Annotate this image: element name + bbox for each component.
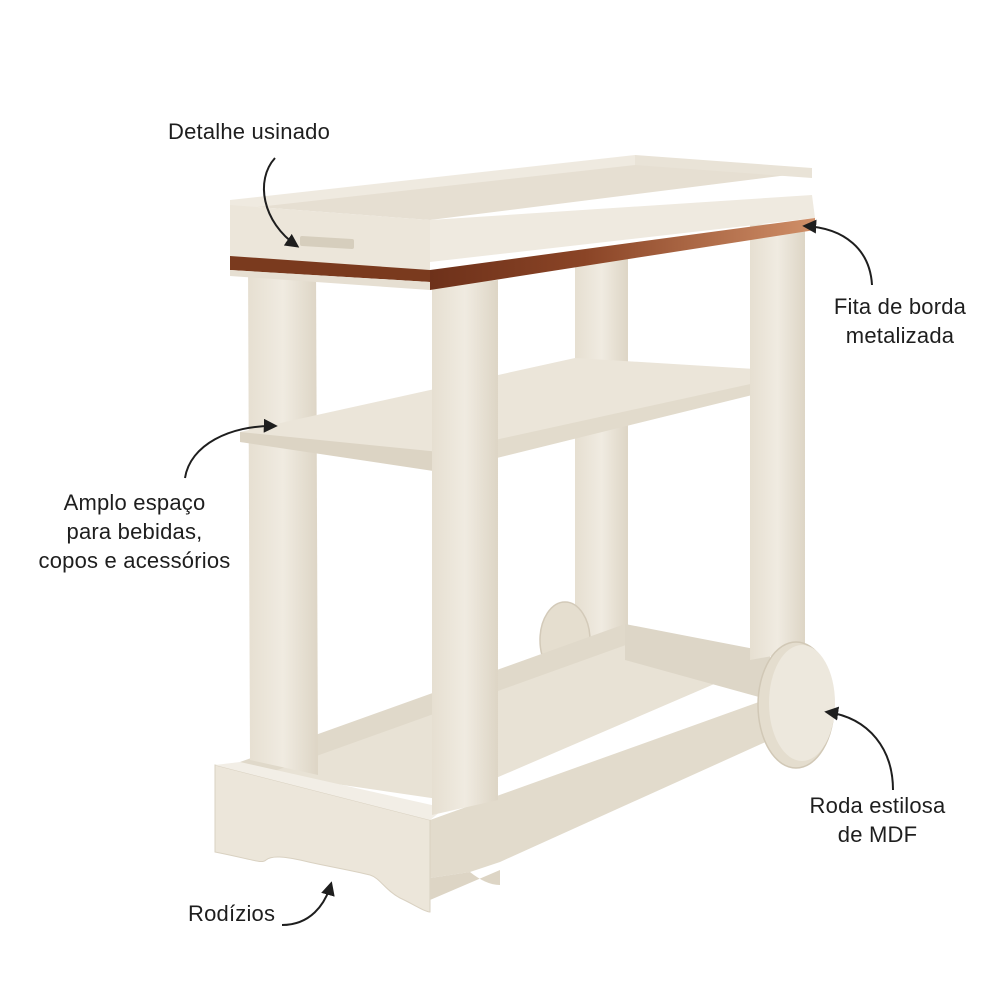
callout-casters: Rodízios bbox=[188, 899, 275, 928]
callout-line: de MDF bbox=[837, 822, 918, 847]
back-right-leg bbox=[575, 258, 628, 645]
arrow-storage-space bbox=[184, 418, 278, 479]
arrow-casters bbox=[281, 881, 335, 926]
front-right-leg bbox=[750, 222, 805, 660]
top-tray bbox=[230, 155, 815, 290]
callout-line: Fita de borda bbox=[833, 294, 967, 319]
front-left-leg bbox=[248, 262, 318, 775]
arrow-wheel bbox=[824, 706, 894, 791]
edge-band-left bbox=[230, 256, 430, 282]
callout-machined-detail: Detalhe usinado bbox=[168, 117, 330, 146]
callout-storage-space: Amplo espaço para bebidas, copos e acess… bbox=[12, 488, 257, 575]
arrow-machined-detail bbox=[262, 157, 300, 248]
arrow-edge-band bbox=[802, 219, 873, 286]
callout-line: Amplo espaço bbox=[63, 490, 206, 515]
callout-line: Rodízios bbox=[188, 901, 276, 926]
callout-line: metalizada bbox=[845, 323, 955, 348]
callout-line: Roda estilosa bbox=[809, 793, 946, 818]
callout-line: copos e acessórios bbox=[38, 548, 231, 573]
callout-line: Detalhe usinado bbox=[168, 119, 331, 144]
bottom-tray bbox=[214, 624, 770, 913]
front-middle-leg bbox=[432, 280, 498, 815]
front-wheel bbox=[757, 641, 835, 769]
edge-band-front bbox=[430, 218, 815, 290]
callout-wheel: Roda estilosa de MDF bbox=[790, 791, 965, 849]
callout-edge-band: Fita de borda metalizada bbox=[820, 292, 980, 350]
callout-line: para bebidas, bbox=[66, 519, 203, 544]
callout-arrows bbox=[184, 157, 894, 926]
middle-shelf bbox=[240, 358, 805, 472]
